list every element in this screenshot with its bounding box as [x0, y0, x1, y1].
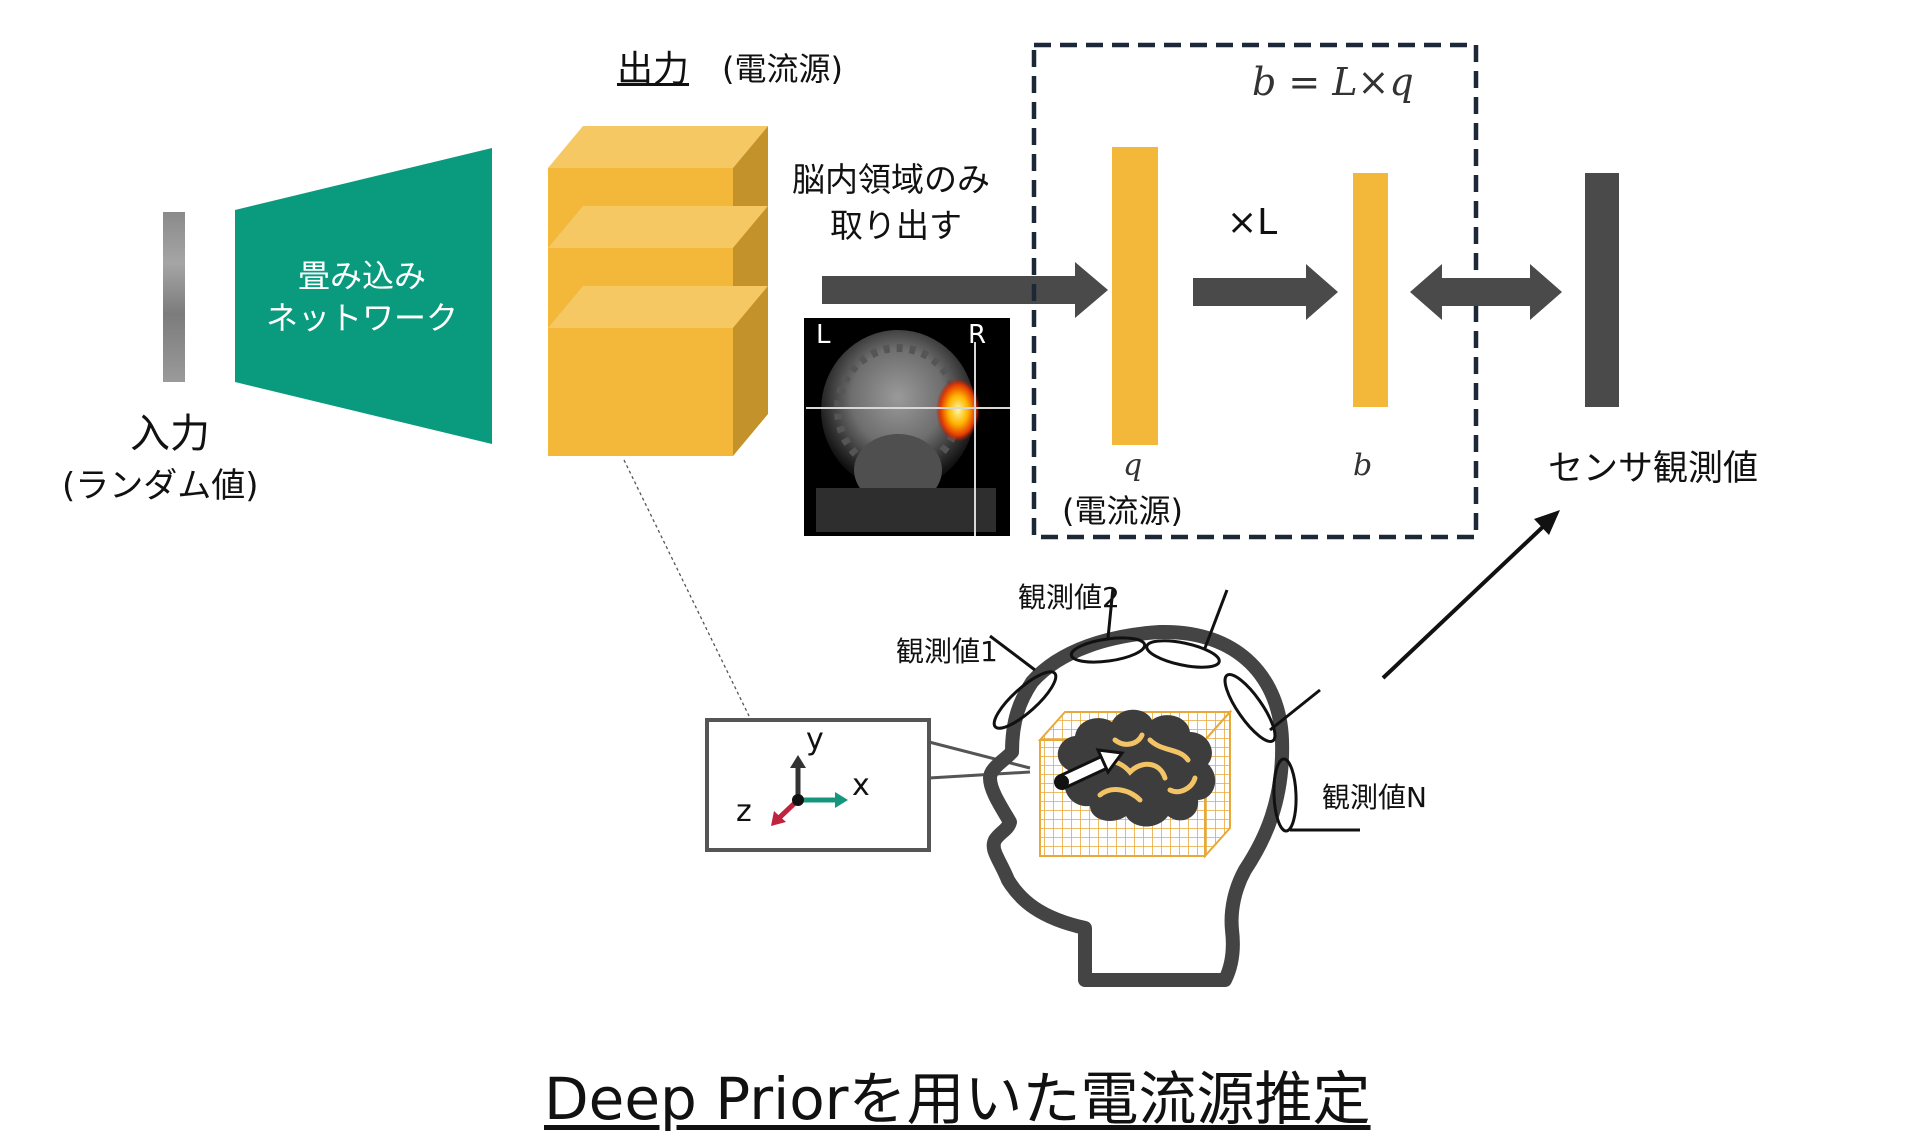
b-bar: [1353, 173, 1388, 407]
times-L-arrow: [1193, 264, 1338, 320]
axis-box: [705, 718, 931, 852]
network-label: 畳み込み ネットワーク: [232, 255, 492, 339]
sensor-bar: [1585, 173, 1619, 407]
extract-label-line2: 取り出す: [830, 206, 962, 245]
obsN-label: 観測値N: [1322, 781, 1427, 814]
sensors: [989, 587, 1360, 833]
forward-formula: b = L×q: [1252, 60, 1414, 104]
brain-shape: [1057, 709, 1216, 827]
sensor-label: センサ観測値: [1548, 449, 1759, 489]
obs1-label: 観測値1: [896, 635, 998, 668]
network-trapezoid: [235, 148, 492, 444]
input-noise-bar: [163, 212, 185, 382]
network-label-line2: ネットワーク: [265, 299, 458, 337]
output-sublabel: (電流源): [722, 50, 843, 88]
extract-arrow: [822, 262, 1108, 318]
b-label: b: [1353, 448, 1373, 483]
input-sublabel: (ランダム値): [62, 466, 259, 506]
mri-left-label: L: [816, 320, 831, 350]
network-label-line1: 畳み込み: [297, 257, 426, 295]
page-title: Deep Priorを用いた電流源推定: [544, 1065, 1371, 1133]
extract-label: 脳内領域のみ 取り出す: [792, 157, 990, 249]
mri-right-label: R: [968, 320, 987, 350]
q-bar: [1112, 147, 1158, 445]
times-L-label: ×L: [1227, 202, 1278, 243]
obs2-label: 観測値2: [1018, 581, 1120, 614]
axis-y-label: y: [806, 722, 824, 757]
axis-z-label: z: [736, 794, 752, 829]
output-cubes: [548, 126, 768, 456]
compare-arrow: [1410, 264, 1562, 320]
axis-x-label: x: [852, 768, 870, 803]
mri-image: [804, 318, 1010, 536]
source-label: (電流源): [1062, 492, 1183, 530]
input-label: 入力: [130, 411, 210, 457]
q-label: q: [1123, 448, 1143, 483]
extract-label-line1: 脳内領域のみ: [792, 160, 990, 199]
output-label: 出力: [617, 49, 690, 90]
